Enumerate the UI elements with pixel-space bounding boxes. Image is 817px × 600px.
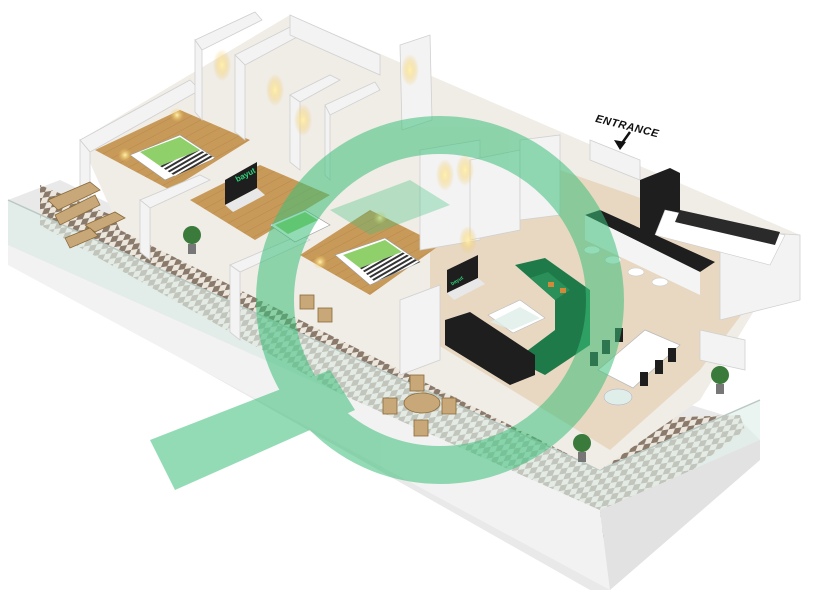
magnifier-logo-icon: [150, 116, 624, 490]
entrance-arrow-icon: [614, 131, 632, 150]
living-room: [445, 255, 590, 385]
bed-third: [334, 237, 421, 286]
bed-master: [129, 134, 216, 181]
plants: [183, 226, 729, 462]
terrace-furniture: [47, 181, 457, 437]
wall-lamps: [118, 49, 477, 269]
bedroom-tv: [225, 162, 265, 212]
